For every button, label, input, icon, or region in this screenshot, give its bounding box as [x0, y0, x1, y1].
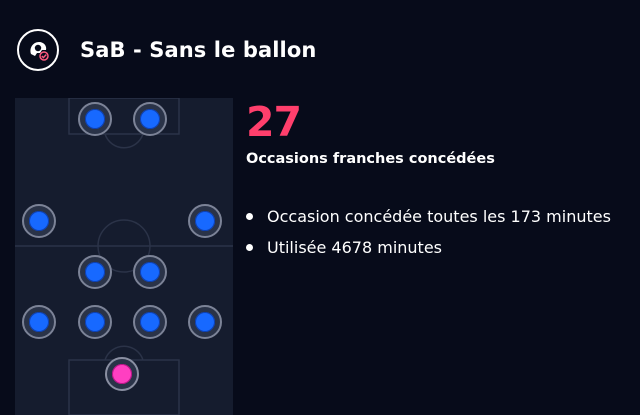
player-marker[interactable]: [133, 102, 167, 136]
player-marker[interactable]: [188, 204, 222, 238]
stat-value: 27: [246, 98, 302, 146]
player-marker[interactable]: [188, 305, 222, 339]
goalkeeper-marker[interactable]: [105, 357, 139, 391]
header: SaB - Sans le ballon: [17, 29, 316, 71]
bullet-icon: [246, 244, 253, 251]
player-marker[interactable]: [133, 255, 167, 289]
list-item-text: Utilisée 4678 minutes: [267, 238, 442, 257]
ball-possession-icon: [17, 29, 59, 71]
stat-block: 27 Occasions franches concédées: [246, 98, 495, 167]
stat-details-list: Occasion concédée toutes les 173 minutes…: [246, 201, 611, 263]
stat-label: Occasions franches concédées: [246, 151, 495, 167]
list-item-text: Occasion concédée toutes les 173 minutes: [267, 207, 611, 226]
bullet-icon: [246, 213, 253, 220]
list-item: Occasion concédée toutes les 173 minutes: [246, 201, 611, 232]
page-title: SaB - Sans le ballon: [80, 38, 317, 62]
list-item: Utilisée 4678 minutes: [246, 232, 611, 263]
pitch: [15, 98, 233, 415]
pitch-lines: [15, 98, 233, 415]
player-marker[interactable]: [78, 305, 112, 339]
player-marker[interactable]: [133, 305, 167, 339]
player-marker[interactable]: [22, 305, 56, 339]
player-marker[interactable]: [78, 102, 112, 136]
player-marker[interactable]: [78, 255, 112, 289]
player-marker[interactable]: [22, 204, 56, 238]
